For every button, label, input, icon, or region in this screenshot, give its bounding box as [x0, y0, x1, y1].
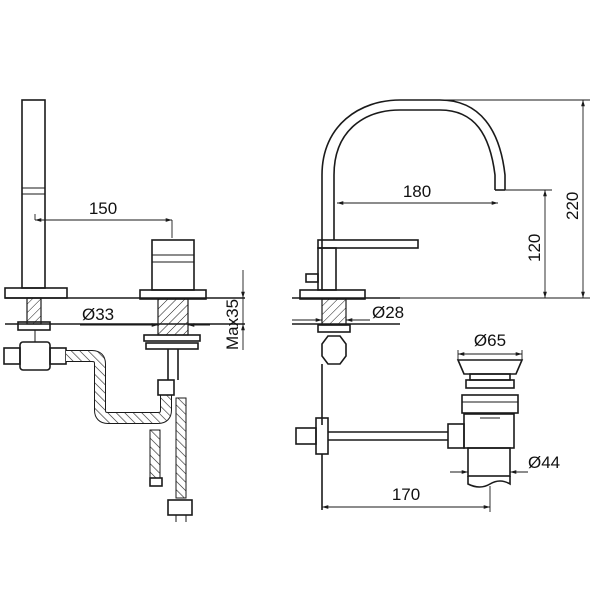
hand-shower	[3, 99, 68, 371]
waste-assembly	[447, 359, 524, 488]
dim-label-d44: Ø44	[528, 453, 560, 472]
dim-hole-right: Ø28	[292, 303, 404, 322]
supply-hoses	[149, 397, 193, 522]
dim-deck-thickness: Max35	[223, 270, 245, 350]
braided-hose	[66, 350, 175, 424]
dim-label-d65: Ø65	[474, 331, 506, 350]
deck-section	[5, 297, 245, 325]
dim-hole-left: Ø33	[80, 305, 210, 327]
dim-label-d33: Ø33	[82, 305, 114, 324]
dim-spout-reach: 180	[337, 182, 498, 205]
left-view: 150 Ø33 Max35	[3, 99, 245, 522]
dim-label-170: 170	[392, 485, 420, 504]
dim-total-height: 220	[365, 99, 590, 299]
mixer-body	[139, 239, 207, 380]
right-view: 180 120 220 Ø28 Ø65	[292, 99, 590, 512]
popup-rod	[295, 417, 448, 510]
dim-waste-top: Ø65	[457, 331, 523, 360]
dim-label-220: 220	[563, 192, 582, 220]
dim-spout-spacing: 150	[34, 199, 173, 238]
dim-label-150: 150	[89, 199, 117, 218]
dim-rod-length: 170	[322, 485, 491, 512]
dim-label-120: 120	[525, 234, 544, 262]
dim-waste-body: Ø44	[450, 453, 560, 474]
dim-outlet-height: 120	[505, 189, 552, 298]
dim-label-d28: Ø28	[372, 303, 404, 322]
dim-label-max35: Max35	[223, 299, 242, 350]
dim-label-180: 180	[403, 182, 431, 201]
spout	[299, 99, 506, 425]
